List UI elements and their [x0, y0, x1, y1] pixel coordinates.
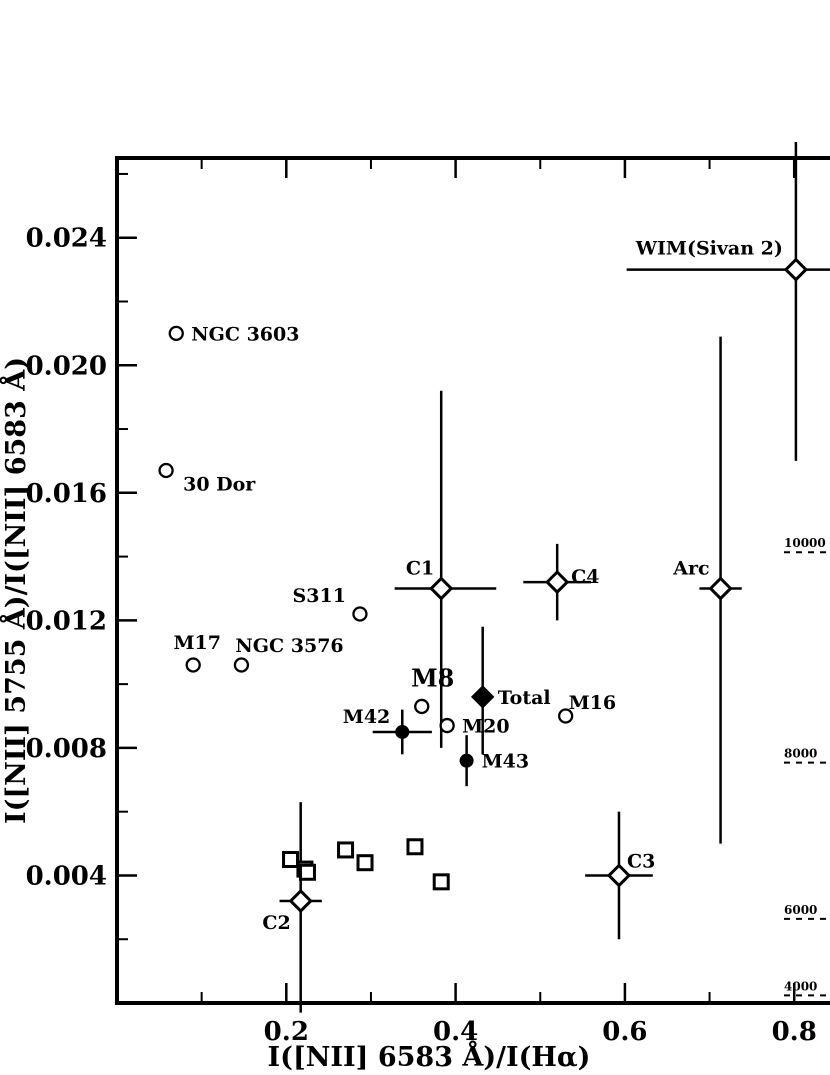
point-label: M42: [343, 706, 390, 728]
point-label: C2: [262, 912, 290, 934]
open-circle-point: [158, 462, 174, 479]
y-tick-label: 0.020: [26, 351, 107, 381]
temperature-mark-label: 8000: [784, 747, 817, 761]
open-diamond-point: [545, 569, 570, 595]
open-diamond-point: [606, 863, 632, 888]
plot-border: [115, 156, 830, 1005]
open-circle-point: [439, 717, 455, 734]
x-tick-label: 0.2: [264, 1017, 309, 1047]
axis-ticks: 0.2 0.4 0.6 0.8 0.004 0.008 0.012 0.016 0.020 0.0…: [26, 158, 817, 1047]
open-diamond-point: [429, 576, 454, 601]
y-tick-label: 0.016: [26, 479, 107, 509]
point-label: Arc: [672, 557, 709, 579]
y-tick-label: 0.004: [26, 861, 107, 891]
temperature-mark-label: 4000: [784, 979, 817, 993]
filled-circle-point: [395, 724, 410, 739]
point-label: WIM(Sivan 2): [635, 238, 783, 260]
point-label: C3: [627, 850, 655, 872]
open-diamond-point: [708, 576, 733, 601]
open-square-point: [406, 838, 424, 856]
point-label: C4: [571, 566, 599, 588]
filled-diamond-point: [470, 685, 495, 709]
open-circle-point: [185, 657, 201, 673]
x-tick-label: 0.8: [772, 1017, 817, 1047]
x-axis-title: I([NII] 6583 Å)/I(Hα): [268, 1039, 591, 1073]
data-points: [158, 257, 809, 914]
point-label: M8: [411, 663, 454, 692]
filled-circle-point: [459, 753, 474, 768]
point-label: Total: [498, 687, 551, 709]
open-square-point: [337, 841, 355, 859]
temperature-mark-label: 6000: [784, 903, 817, 917]
y-tick-label: 0.012: [26, 606, 107, 636]
point-label: C1: [406, 557, 434, 579]
open-square-point: [298, 863, 316, 881]
open-square-point: [282, 851, 300, 869]
point-label: M17: [173, 632, 220, 654]
y-axis-title: I([NII] 5755 Å)/I([NII] 6583 Å): [0, 357, 32, 824]
point-label: NGC 3603: [191, 323, 299, 345]
temperature-mark-label: 10000: [784, 536, 826, 550]
open-diamond-point: [288, 888, 313, 914]
open-circle-point: [233, 657, 250, 673]
point-label: S311: [293, 585, 346, 607]
x-tick-label: 0.4: [433, 1017, 478, 1047]
temperature-scale: 10000 8000 6000 4000: [784, 536, 830, 997]
open-square-point: [432, 873, 450, 891]
open-square-point: [356, 854, 374, 872]
y-tick-label: 0.024: [26, 224, 107, 254]
point-label: 30 Dor: [183, 473, 256, 495]
open-circle-point: [558, 708, 574, 724]
point-label: M20: [462, 716, 509, 738]
open-circle-point: [414, 698, 430, 715]
point-label: M43: [482, 751, 529, 773]
open-circle-point: [352, 606, 368, 622]
y-tick-label: 0.008: [26, 734, 107, 764]
x-tick-label: 0.6: [602, 1017, 647, 1047]
open-diamond-point: [783, 257, 809, 282]
point-label: NGC 3576: [235, 635, 343, 657]
open-circle-point: [168, 325, 184, 342]
plot-frame: [115, 156, 830, 1005]
point-label: M16: [569, 692, 616, 714]
